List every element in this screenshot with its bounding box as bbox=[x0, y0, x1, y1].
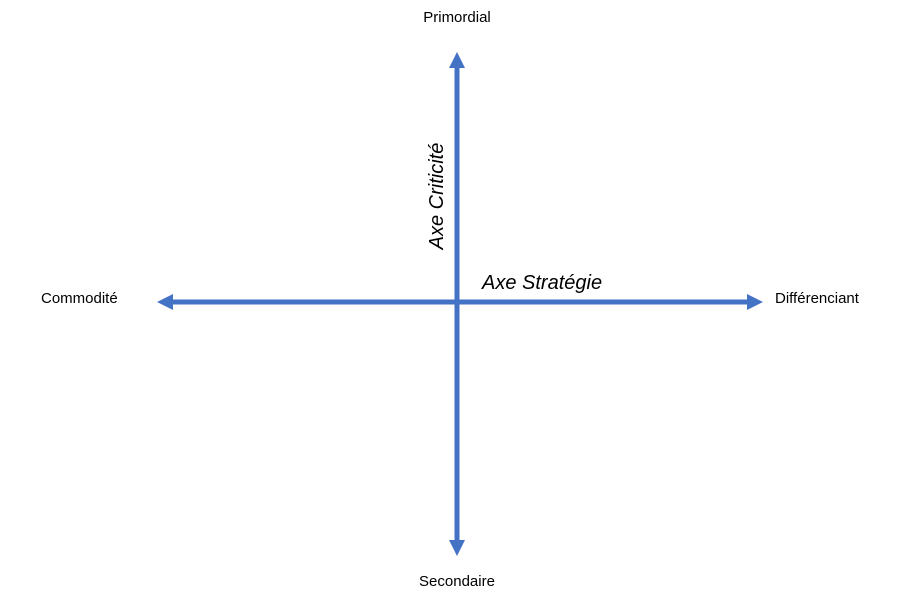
vertical-axis-bottom-label: Secondaire bbox=[419, 573, 495, 590]
vertical-axis-title: Axe Criticité bbox=[426, 142, 448, 250]
horizontal-axis-left-label: Commodité bbox=[41, 290, 118, 307]
horizontal-axis-arrow-right bbox=[747, 294, 763, 310]
horizontal-axis-right-label: Différenciant bbox=[775, 290, 859, 307]
vertical-axis-arrow-up bbox=[449, 52, 465, 68]
horizontal-axis-title: Axe Stratégie bbox=[482, 272, 603, 294]
vertical-axis-arrow-down bbox=[449, 540, 465, 556]
vertical-axis-top-label: Primordial bbox=[423, 9, 491, 26]
horizontal-axis-arrow-left bbox=[157, 294, 173, 310]
